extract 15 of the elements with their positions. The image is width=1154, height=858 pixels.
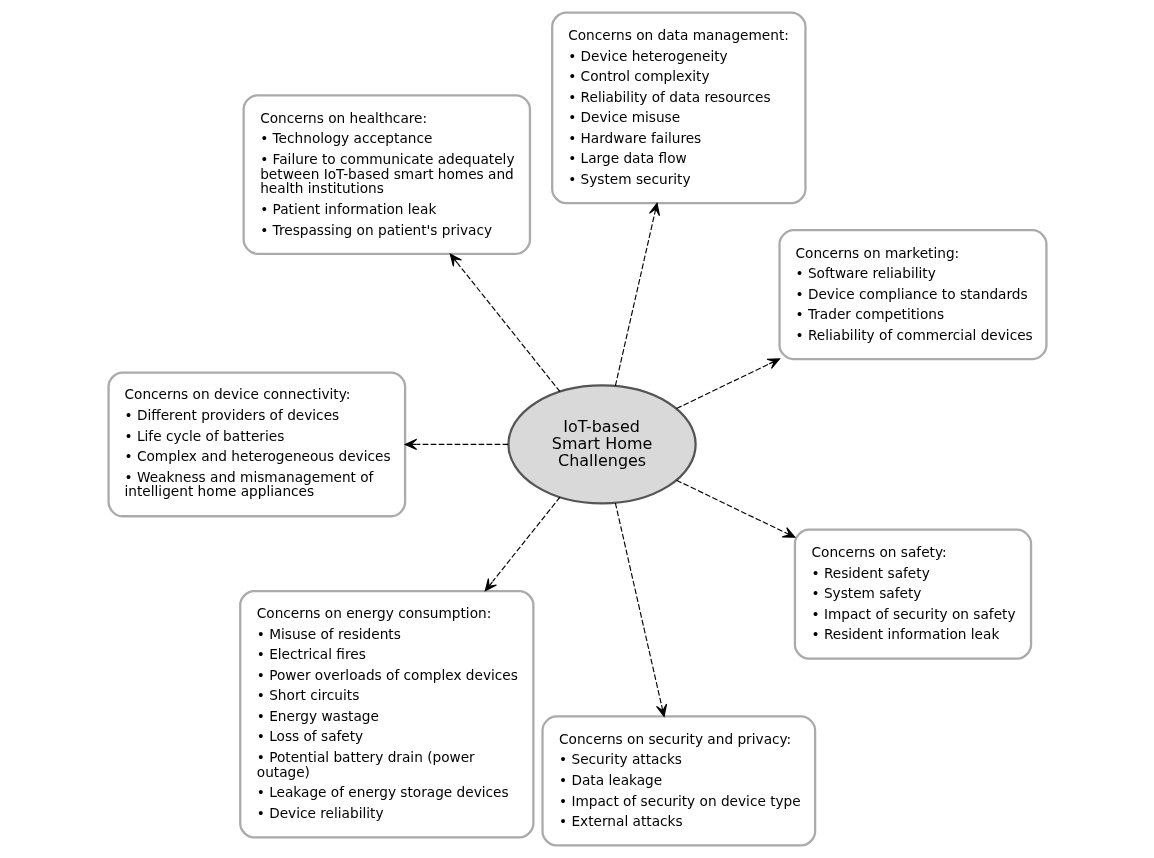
node-box: Concerns on healthcare: • Technology acceptance • Failure to communicate adequately between IoT-based smart homes and health institutions • Patient information leak • Trespassing on patient's privacy bbox=[242, 94, 531, 255]
arrow bbox=[675, 479, 795, 538]
node-box: Concerns on device connectivity: • Different providers of devices • Life cycle of batteries • Complex and heterogeneous devices • Weakness and mismanagement of intelligent home appliances bbox=[106, 371, 406, 518]
arrow bbox=[404, 438, 509, 451]
node-box: Concerns on security and privacy: • Security attacks • Data leakage • Impact of security on device type • External attacks bbox=[540, 715, 816, 847]
arrow bbox=[614, 502, 667, 717]
arrow bbox=[449, 253, 561, 393]
node-box: Concerns on energy consumption: • Misuse of residents • Electrical fires • Power overloads of complex devices • Short circuits • Energy wastage • Loss of safety • Potential battery drain (power outage) • Leakage of energy storage devices • Device reliability bbox=[238, 589, 534, 839]
node-box: Concerns on safety: • Resident safety • System safety • Impact of security on safety • Resident information leak bbox=[793, 528, 1032, 660]
node-ellipse: IoT-based Smart Home Challenges bbox=[506, 384, 697, 505]
node-box: Concerns on marketing: • Software reliability • Device compliance to standards • Trader competitions • Reliability of commercial devices bbox=[777, 229, 1048, 361]
node-box: Concerns on data management: • Device heterogeneity • Control complexity • Reliability of data resources • Device misuse • Hardware failures • Large data flow • System security bbox=[550, 11, 807, 205]
arrow bbox=[614, 202, 660, 387]
arrow bbox=[675, 358, 780, 410]
arrow bbox=[484, 496, 561, 592]
